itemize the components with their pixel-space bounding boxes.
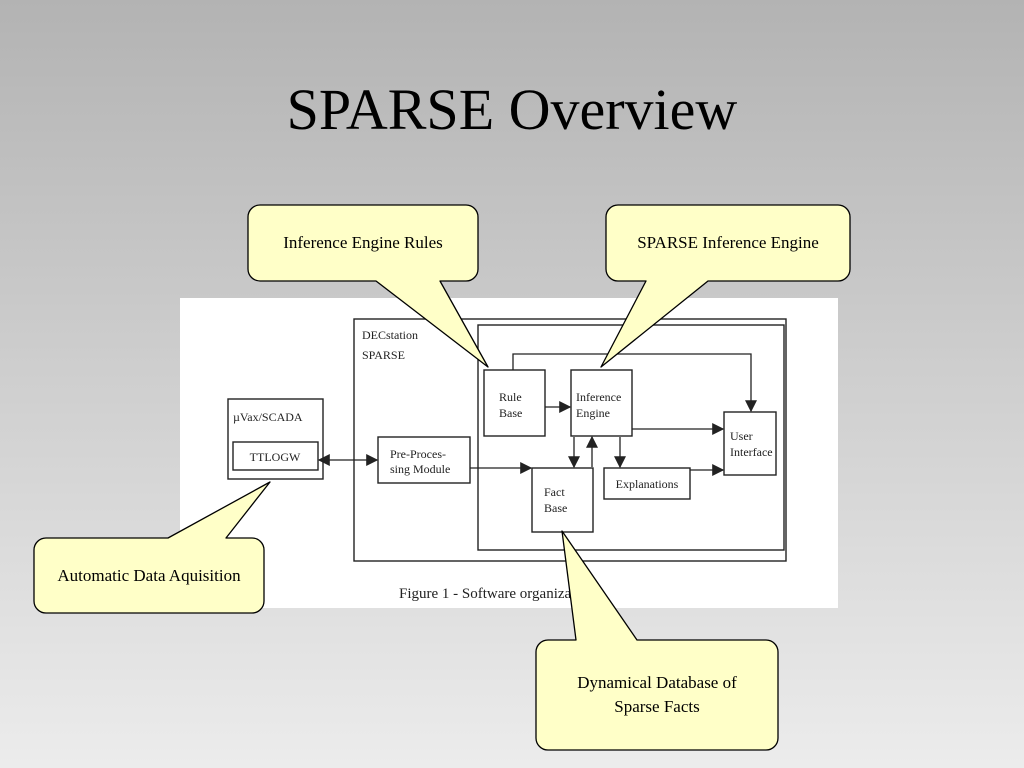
software-organization-figure: DECstation SPARSE µVax/SCADA TTLOGW Pre-… [180,298,838,608]
callout-dynamical-database-text: Dynamical Database of Sparse Facts [577,673,737,716]
callout-sparse-inference-engine-text: SPARSE Inference Engine [637,233,819,253]
decstation-label: DECstation [362,328,418,342]
preprocessing-label-line2: sing Module [390,462,450,476]
explanations-box [603,467,691,500]
fact-base-label-line1: Fact [544,485,565,499]
slide-title: SPARSE Overview [286,77,738,142]
ttlogw-label: TTLOGW [250,450,301,464]
callout-inference-engine-rules-text: Inference Engine Rules [283,233,443,253]
figure-diagram: DECstation SPARSE µVax/SCADA TTLOGW Pre-… [227,318,787,602]
fact-base-label-line2: Base [544,501,567,515]
user-interface-label-line2: Interface [730,445,773,459]
rule-base-box [483,369,546,437]
user-interface-label-line1: User [730,429,753,443]
uvax-scada-box [227,398,324,480]
fact-base-box [531,467,594,533]
uvax-scada-label: µVax/SCADA [233,410,303,424]
inference-engine-label-line1: Inference [576,390,621,404]
rule-base-label-line2: Base [499,406,522,420]
explanations-label: Explanations [616,477,679,491]
rule-base-label-line1: Rule [499,390,522,404]
figure-caption: Figure 1 - Software organization [399,586,595,602]
sparse-label: SPARSE [362,348,405,362]
inference-engine-label-line2: Engine [576,406,610,420]
decstation-container [353,318,787,562]
preprocessing-label-line1: Pre-Proces- [390,447,446,461]
user-interface-box [723,411,777,476]
